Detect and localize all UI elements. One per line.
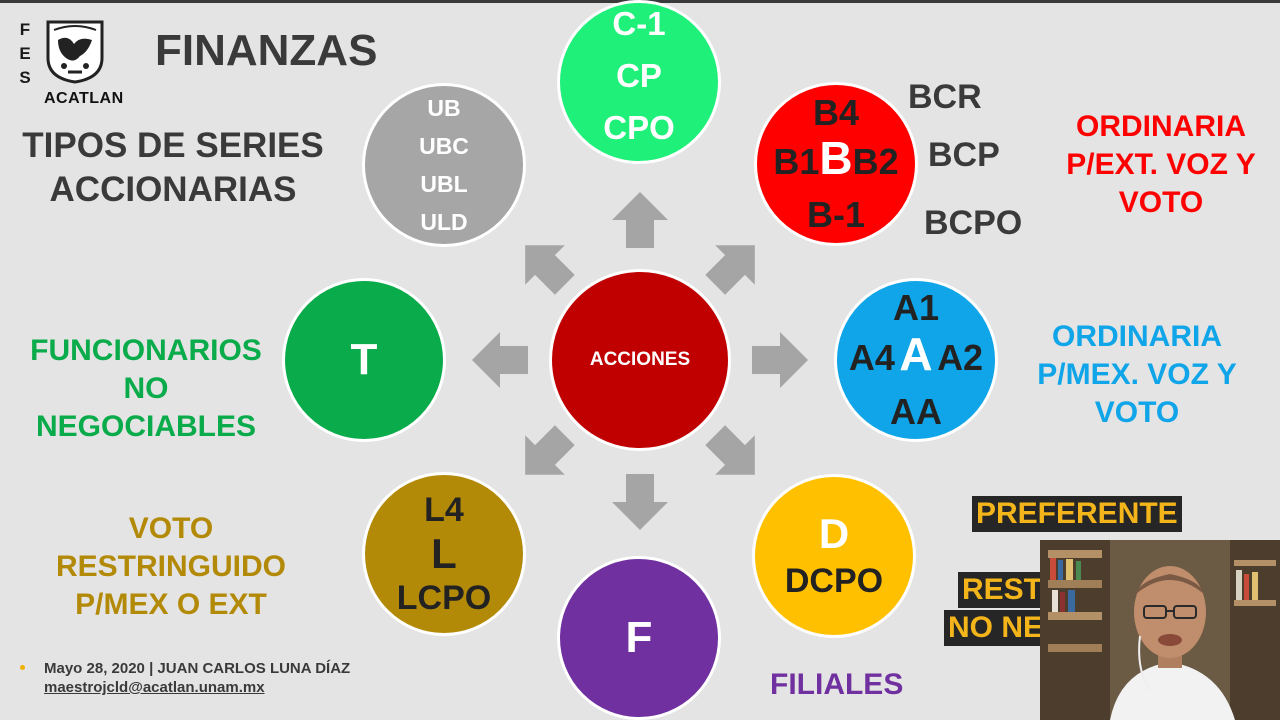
logo-institution-name: ACATLAN	[44, 90, 124, 107]
circle-line: B4	[812, 92, 860, 133]
label-voto-restringuido: VOTO RESTRINGUIDO P/MEX O EXT	[40, 510, 302, 624]
circle-line: CP	[616, 57, 662, 94]
center-label: ACCIONES	[589, 349, 691, 370]
circle-main-letter: F	[625, 613, 653, 662]
circle-line: B-1	[806, 194, 865, 235]
footer-author-date: Mayo 28, 2020 | JUAN CARLOS LUNA DÍAZ	[44, 660, 351, 677]
label-line: VOTO	[1094, 396, 1180, 429]
footer-bullet	[20, 665, 25, 670]
circle-line: L4	[424, 491, 464, 529]
circle-series-d: D DCPO	[752, 474, 916, 638]
circle-line: ULD	[420, 209, 468, 235]
circle-line: B1	[773, 141, 820, 182]
label-filiales: FILIALES	[770, 668, 904, 701]
arrow-left-icon	[472, 332, 528, 388]
circle-main-letter: B	[819, 132, 853, 184]
circle-series-cp: C-1 CP CPO	[557, 0, 721, 164]
circle-series-ub: UB UBC UBL ULD	[362, 83, 526, 247]
circle-main-letter: A	[899, 328, 933, 380]
box-preferente: PREFERENTE	[972, 496, 1182, 532]
circle-line: C-1	[612, 5, 666, 42]
label-line: ORDINARIA	[1052, 320, 1222, 353]
b-series-item: BCR	[908, 78, 982, 116]
circle-main-letter: D	[818, 510, 850, 557]
label-line: NEGOCIABLES	[35, 410, 257, 443]
label-line: NO	[123, 372, 169, 405]
label-line: VOTO	[1118, 186, 1204, 219]
circle-line: CPO	[603, 109, 675, 146]
circle-series-a: A1 A4 A A2 AA	[834, 278, 998, 442]
arrow-down-right-icon	[705, 425, 755, 475]
circle-series-f: F	[557, 556, 721, 720]
label-line: VOTO	[128, 512, 214, 545]
label-ordinaria-mex: ORDINARIA P/MEX. VOZ Y VOTO	[1022, 318, 1252, 432]
circle-main-letter: T	[350, 335, 378, 384]
box-no-ne: NO NE	[944, 610, 1048, 646]
circle-line: B2	[852, 141, 899, 182]
footer-email-link[interactable]: maestrojcld@acatlan.unam.mx	[44, 679, 265, 696]
circle-series-b: B4 B1BB2 B-1	[754, 82, 918, 246]
logo-letter: S	[19, 68, 31, 87]
arrow-up-right-icon	[705, 245, 755, 295]
label-line: ORDINARIA	[1076, 110, 1246, 143]
subtitle-line: TIPOS DE SERIES	[22, 126, 324, 165]
label-line: RESTRINGUIDO	[55, 550, 286, 583]
circle-line: A2	[937, 337, 984, 378]
circle-series-t: T	[282, 278, 446, 442]
circle-line: DCPO	[784, 562, 884, 600]
b-series-item: BCPO	[924, 204, 1023, 242]
circle-line: LCPO	[396, 579, 492, 617]
fes-logo-letters: F E S	[18, 18, 32, 90]
label-line: P/EXT. VOZ Y	[1066, 148, 1256, 181]
circle-main-letter: L	[431, 530, 457, 577]
b-series-item: BCP	[928, 136, 1000, 174]
circle-series-l: L4 L LCPO	[362, 472, 526, 636]
arrow-down-left-icon	[525, 425, 575, 475]
circle-line: A1	[892, 287, 940, 328]
circle-line: UBC	[419, 133, 469, 159]
label-line: P/MEX O EXT	[75, 588, 267, 621]
subtitle-line: ACCIONARIAS	[49, 170, 297, 209]
subtitle: TIPOS DE SERIES ACCIONARIAS	[8, 124, 338, 212]
center-circle-acciones: ACCIONES	[549, 269, 731, 451]
arrow-down-icon	[612, 474, 668, 530]
circle-line: AA	[890, 391, 942, 432]
arrow-up-left-icon	[525, 245, 575, 295]
page-title: FINANZAS	[155, 26, 378, 75]
label-line: FUNCIONARIOS	[30, 334, 262, 367]
presenter-webcam-video	[1040, 540, 1280, 720]
circle-line: UBL	[420, 171, 468, 197]
unam-seal-icon	[46, 20, 104, 84]
logo-letter: F	[19, 20, 31, 39]
circle-line: UB	[427, 95, 461, 121]
logo-letter: E	[19, 44, 31, 63]
label-funcionarios: FUNCIONARIOS NO NEGOCIABLES	[16, 332, 276, 446]
arrow-up-icon	[612, 192, 668, 248]
label-line: P/MEX. VOZ Y	[1037, 358, 1237, 391]
arrow-right-icon	[752, 332, 808, 388]
label-ordinaria-ext: ORDINARIA P/EXT. VOZ Y VOTO	[1046, 108, 1276, 222]
circle-line: A4	[848, 337, 895, 378]
box-rest: REST	[958, 572, 1047, 608]
